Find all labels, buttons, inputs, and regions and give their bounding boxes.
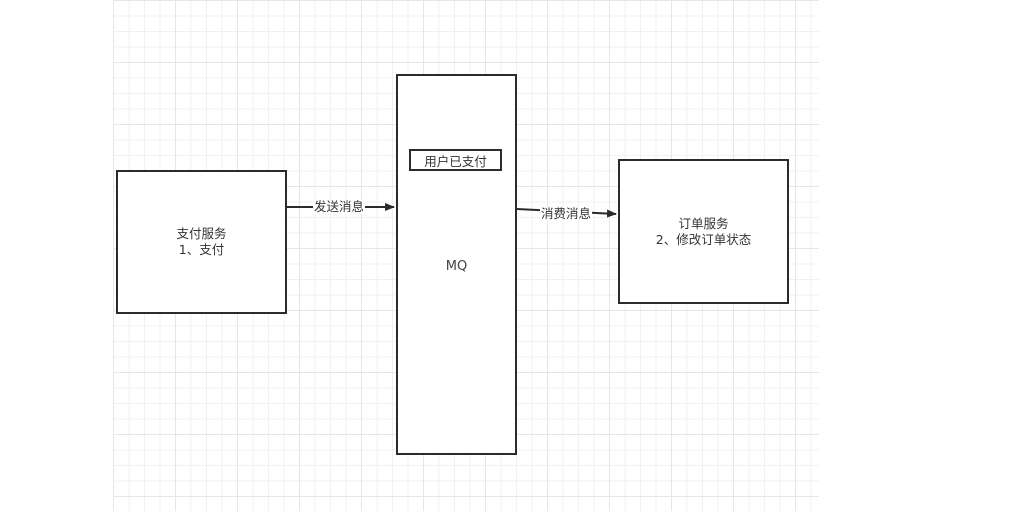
order-service-label: 订单服务 2、修改订单状态 <box>655 215 752 247</box>
mq-label: MQ <box>445 259 468 274</box>
edge-send-label[interactable]: 发送消息 <box>313 199 366 214</box>
pay-service-label: 支付服务 1、支付 <box>176 226 227 257</box>
mq-message-node[interactable]: 用户已支付 <box>409 149 502 171</box>
order-service-node[interactable]: 订单服务 2、修改订单状态 <box>618 159 789 304</box>
edge-consume-label[interactable]: 消费消息 <box>540 206 593 221</box>
pay-service-node[interactable]: 支付服务 1、支付 <box>116 170 287 314</box>
mq-message-label: 用户已支付 <box>424 153 487 169</box>
mq-node[interactable]: MQ <box>396 74 517 455</box>
